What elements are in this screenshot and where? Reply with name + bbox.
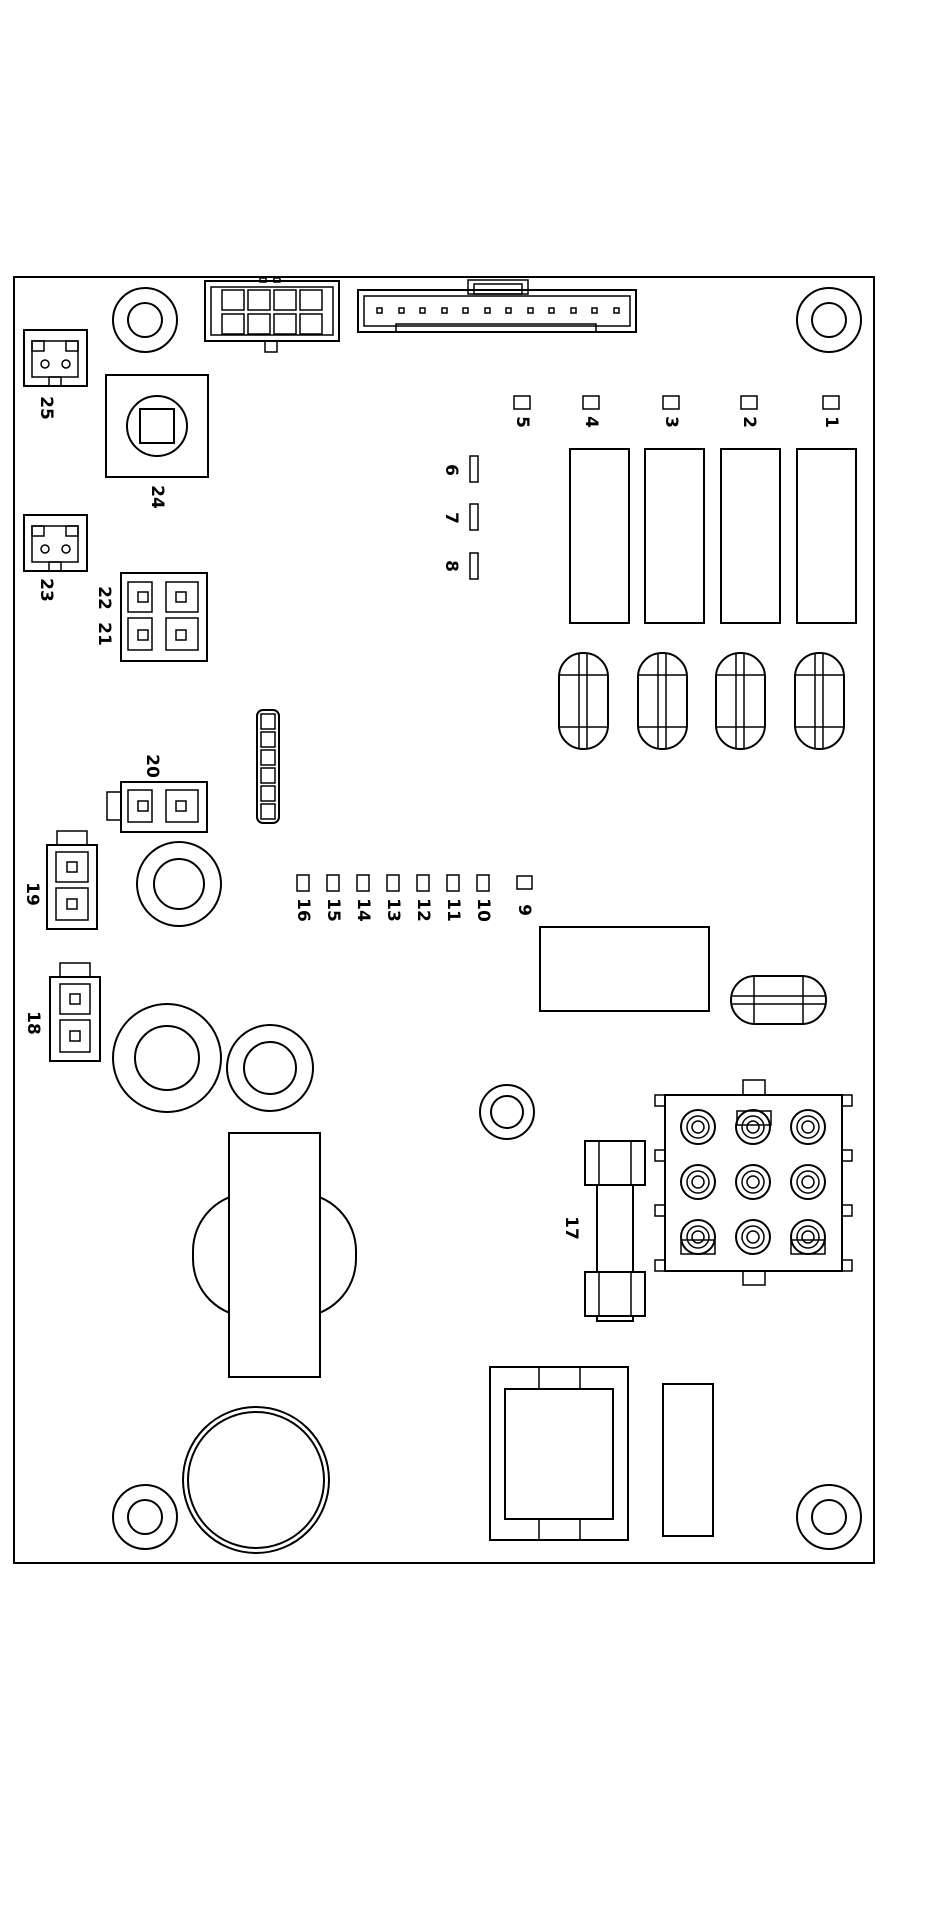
pad-1 bbox=[823, 396, 839, 409]
mounting-hole-top-left bbox=[113, 288, 177, 352]
label-23: 23 bbox=[36, 578, 56, 602]
ring-component-large bbox=[113, 1004, 221, 1112]
power-pin-5 bbox=[736, 1165, 770, 1199]
connector-25 bbox=[24, 330, 87, 386]
capacitor-capsule-3 bbox=[638, 653, 687, 749]
label-20: 20 bbox=[142, 754, 162, 778]
mounting-hole-top-right bbox=[797, 288, 861, 352]
label-11: 11 bbox=[443, 898, 463, 922]
label-9: 9 bbox=[514, 904, 534, 916]
ring-component-small bbox=[480, 1085, 534, 1139]
mounting-hole-bottom-right bbox=[797, 1485, 861, 1549]
label-7: 7 bbox=[441, 512, 461, 524]
pad-11 bbox=[447, 875, 459, 891]
label-4: 4 bbox=[581, 416, 601, 428]
pin-header-vertical bbox=[257, 710, 279, 823]
pad-14 bbox=[357, 875, 369, 891]
connector-20 bbox=[107, 782, 207, 832]
component-block-middle bbox=[540, 927, 709, 1011]
capacitor-large-round bbox=[183, 1407, 329, 1553]
label-2: 2 bbox=[739, 416, 759, 428]
power-pin-1 bbox=[681, 1110, 715, 1144]
label-19: 19 bbox=[22, 882, 42, 906]
label-16: 16 bbox=[293, 898, 313, 922]
label-25: 25 bbox=[36, 396, 56, 420]
label-6: 6 bbox=[441, 464, 461, 476]
relay-4 bbox=[570, 449, 629, 623]
inductor-frame-bottom bbox=[490, 1367, 628, 1540]
pad-4 bbox=[583, 396, 599, 409]
pad-7 bbox=[470, 504, 478, 530]
label-8: 8 bbox=[441, 560, 461, 572]
power-pin-2 bbox=[736, 1110, 770, 1144]
ring-component-medium bbox=[227, 1025, 313, 1111]
pad-8 bbox=[470, 553, 478, 579]
relay-2 bbox=[721, 449, 780, 623]
label-10: 10 bbox=[473, 898, 493, 922]
label-13: 13 bbox=[383, 898, 403, 922]
relay-1 bbox=[797, 449, 856, 623]
power-pin-3 bbox=[791, 1110, 825, 1144]
pad-15 bbox=[327, 875, 339, 891]
capacitor-capsule-horizontal bbox=[731, 976, 826, 1024]
relay-3 bbox=[645, 449, 704, 623]
mounting-hole-bottom-left bbox=[113, 1485, 177, 1549]
pad-10 bbox=[477, 875, 489, 891]
power-pin-8 bbox=[736, 1220, 770, 1254]
pad-6 bbox=[470, 456, 478, 482]
connector-18 bbox=[50, 963, 100, 1061]
label-17: 17 bbox=[561, 1216, 581, 1240]
power-pin-7 bbox=[681, 1220, 715, 1254]
label-1: 1 bbox=[821, 416, 841, 428]
capacitor-capsule-1 bbox=[795, 653, 844, 749]
ribbon-header-connector bbox=[358, 280, 636, 332]
connector-23 bbox=[24, 515, 87, 571]
pad-9 bbox=[517, 876, 532, 889]
transformer bbox=[193, 1133, 356, 1377]
label-3: 3 bbox=[661, 416, 681, 428]
capacitor-capsule-2 bbox=[716, 653, 765, 749]
connector-19 bbox=[47, 831, 97, 929]
pad-16 bbox=[297, 875, 309, 891]
label-12: 12 bbox=[413, 898, 433, 922]
connector-8-pin-top bbox=[205, 278, 339, 352]
power-pin-4 bbox=[681, 1165, 715, 1199]
label-5: 5 bbox=[512, 416, 532, 428]
pad-13 bbox=[387, 875, 399, 891]
pad-3 bbox=[663, 396, 679, 409]
label-21: 21 bbox=[94, 622, 114, 646]
component-block-bottom bbox=[663, 1384, 713, 1536]
fuse-holder-17 bbox=[585, 1141, 645, 1321]
pad-12 bbox=[417, 875, 429, 891]
label-14: 14 bbox=[353, 898, 373, 922]
label-24: 24 bbox=[147, 485, 167, 509]
power-pin-6 bbox=[791, 1165, 825, 1199]
capacitor-capsule-4 bbox=[559, 653, 608, 749]
pad-2 bbox=[741, 396, 757, 409]
connector-9-pin-power bbox=[655, 1080, 852, 1285]
label-22: 22 bbox=[94, 586, 114, 610]
label-18: 18 bbox=[23, 1011, 43, 1035]
pad-5 bbox=[514, 396, 530, 409]
connector-21-22 bbox=[121, 573, 207, 661]
power-pin-9 bbox=[791, 1220, 825, 1254]
component-24 bbox=[106, 375, 208, 477]
ring-component-upper bbox=[137, 842, 221, 926]
label-15: 15 bbox=[323, 898, 343, 922]
